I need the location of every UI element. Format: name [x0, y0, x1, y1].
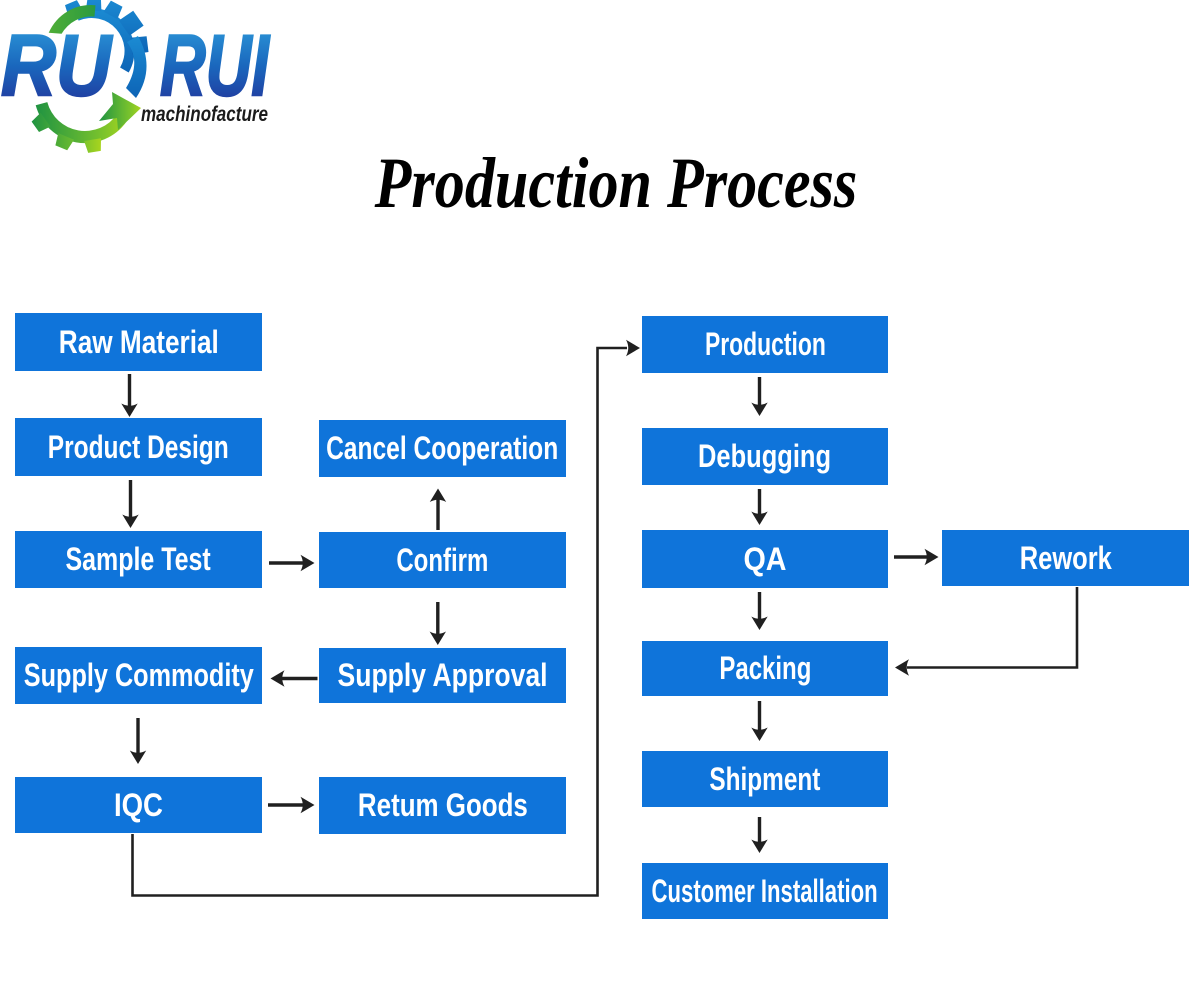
svg-text:RU: RU	[1, 18, 113, 114]
svg-text:RUI: RUI	[160, 18, 271, 114]
svg-text:RUI: RUI	[160, 18, 271, 114]
svg-text:RU: RU	[1, 18, 113, 114]
svg-text:machinofacture: machinofacture	[141, 103, 268, 126]
